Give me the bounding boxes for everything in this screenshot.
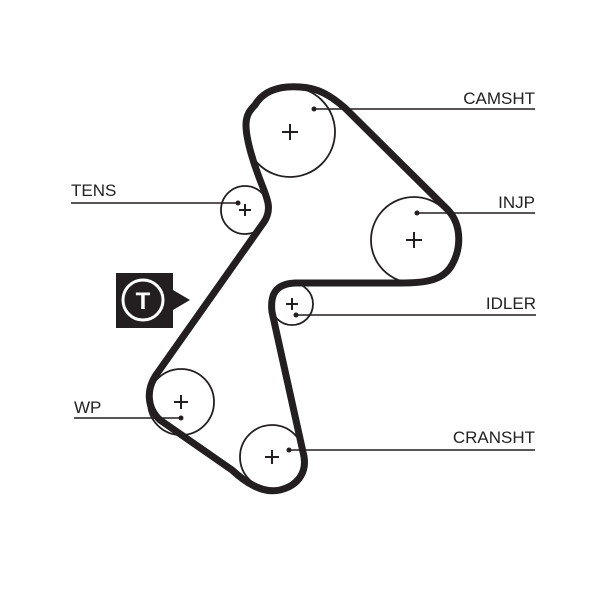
tensioner-center-mark — [239, 204, 251, 216]
timing-mark-arrow-icon — [116, 273, 190, 328]
water-pump-leader — [74, 415, 184, 421]
camshaft-pulley — [244, 86, 336, 178]
crankshaft-label: CRANSHT — [453, 428, 535, 447]
timing-mark-badge: T — [116, 273, 190, 328]
injection-pump-leader — [414, 210, 535, 216]
injection-pump-center-mark — [406, 232, 422, 248]
idler-leader — [293, 312, 536, 318]
crankshaft-leader — [286, 447, 535, 453]
idler-center-mark — [286, 298, 298, 310]
timing-belt — [145, 83, 463, 495]
camshaft-leader — [311, 106, 535, 112]
water-pump-pulley — [147, 368, 215, 436]
injection-pump-pulley — [370, 196, 458, 284]
tensioner-pulley — [220, 185, 270, 235]
water-pump-center-mark — [174, 395, 188, 409]
crankshaft-center-mark — [265, 450, 279, 464]
injection-pump-label: INJP — [498, 193, 535, 212]
idler-label: IDLER — [486, 294, 536, 313]
tensioner-label: TENS — [71, 181, 116, 200]
camshaft-label: CAMSHT — [463, 89, 535, 108]
water-pump-label: WP — [74, 398, 101, 417]
crankshaft-pulley — [239, 424, 305, 490]
camshaft-center-mark — [282, 124, 298, 140]
timing-mark-letter: T — [136, 288, 151, 315]
idler-pulley — [270, 282, 314, 326]
tensioner-leader — [71, 200, 241, 206]
